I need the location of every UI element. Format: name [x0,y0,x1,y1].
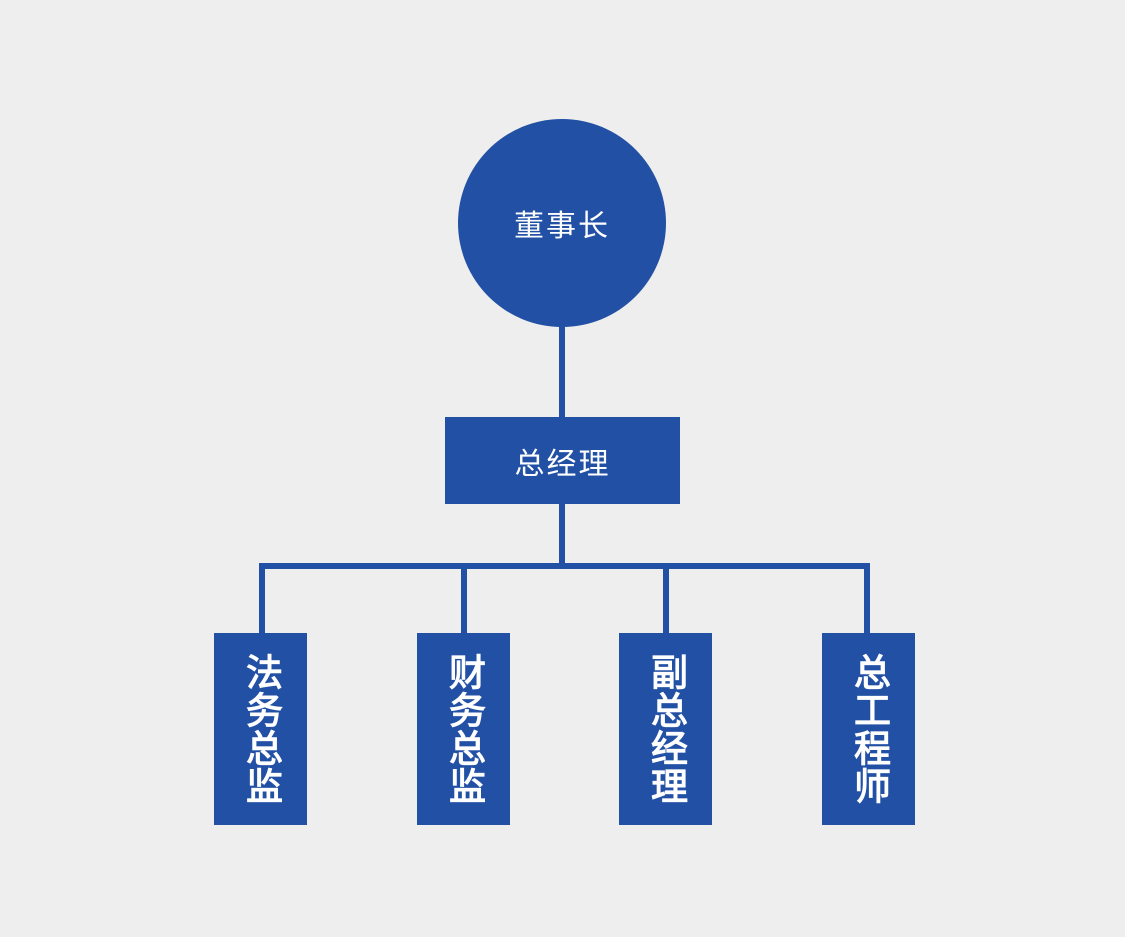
node-finance-director[interactable]: 财务总监 [417,633,510,825]
connector-drop-legal-director [259,563,265,637]
node-chief-engineer-label: 总工程师 [848,653,890,805]
node-general-manager-label: 总经理 [514,447,611,481]
node-finance-director-label: 财务总监 [443,653,485,805]
connector-drop-finance-director [461,563,467,637]
connector-general-manager-to-bus [559,500,565,566]
node-legal-director[interactable]: 法务总监 [214,633,307,825]
connector-drop-chief-engineer [864,563,870,637]
connector-horizontal-bus [259,563,870,569]
node-deputy-general-manager[interactable]: 副总经理 [619,633,712,825]
node-legal-director-label: 法务总监 [240,653,282,805]
connector-drop-deputy-general-manager [663,563,669,637]
node-chairman-label: 董事长 [514,210,610,243]
node-general-manager[interactable]: 总经理 [445,417,680,504]
node-deputy-general-manager-label: 副总经理 [645,653,687,805]
node-chief-engineer[interactable]: 总工程师 [822,633,915,825]
connector-chairman-to-general-manager [559,322,565,422]
node-chairman[interactable]: 董事长 [458,119,666,327]
